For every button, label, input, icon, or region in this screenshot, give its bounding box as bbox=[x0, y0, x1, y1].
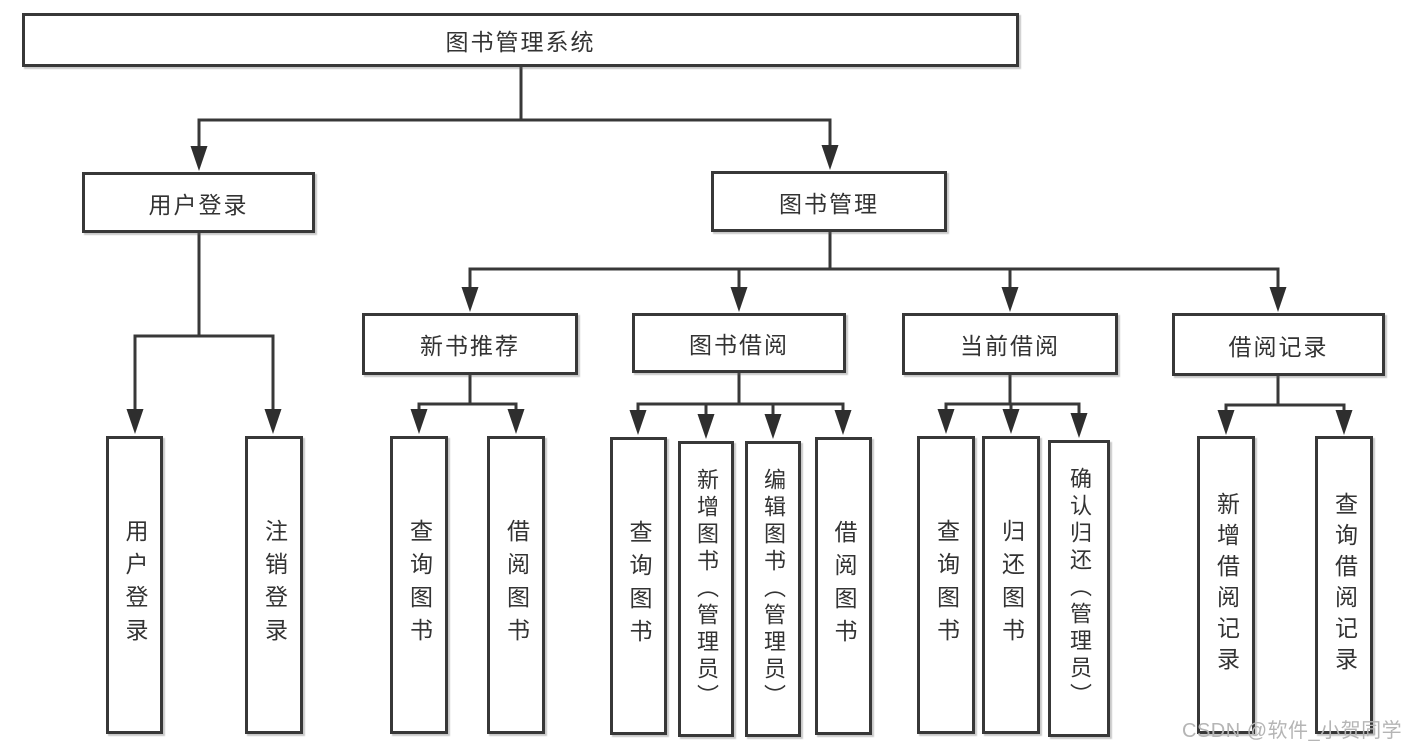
node-label: 查询图书 bbox=[406, 519, 433, 651]
node-book-borrowing: 图书借阅 bbox=[632, 313, 846, 373]
leaf-borrow-books-2: 借阅图书 bbox=[815, 437, 872, 735]
branch-current-borrow bbox=[944, 375, 1081, 415]
node-label: 借阅记录 bbox=[1228, 333, 1329, 360]
node-label: 查询借阅记录 bbox=[1331, 492, 1358, 678]
branch-root bbox=[197, 67, 832, 149]
node-current-borrowing: 当前借阅 bbox=[902, 313, 1118, 375]
leaf-return-books: 归还图书 bbox=[982, 436, 1040, 734]
leaf-edit-book-admin: 编辑图书（管理员） bbox=[745, 441, 801, 737]
branch-user-login bbox=[133, 233, 275, 412]
node-label: 新书推荐 bbox=[420, 333, 520, 359]
node-label: 编辑图书（管理员） bbox=[761, 467, 786, 711]
node-label: 图书借阅 bbox=[689, 332, 789, 358]
branch-book-borrow bbox=[636, 373, 845, 416]
node-label: 图书管理 bbox=[779, 190, 879, 217]
node-label: 借阅图书 bbox=[503, 519, 530, 651]
node-borrowing-records: 借阅记录 bbox=[1172, 313, 1385, 376]
leaf-query-borrow-record: 查询借阅记录 bbox=[1315, 436, 1373, 734]
node-label: 用户登录 bbox=[122, 519, 148, 651]
branch-new-book bbox=[417, 375, 518, 412]
branch-borrow-record bbox=[1224, 376, 1346, 412]
node-user-login: 用户登录 bbox=[82, 172, 315, 233]
node-label: 图书管理系统 bbox=[445, 29, 596, 55]
node-label: 借阅图书 bbox=[831, 520, 857, 652]
leaf-confirm-return-admin: 确认归还（管理员） bbox=[1048, 440, 1110, 737]
node-label: 注销登录 bbox=[261, 519, 288, 651]
leaf-query-books-3: 查询图书 bbox=[917, 436, 975, 734]
watermark: CSDN @软件_小贺同学 bbox=[1182, 720, 1403, 742]
leaf-add-borrow-record: 新增借阅记录 bbox=[1197, 436, 1255, 734]
branch-book-management bbox=[468, 232, 1280, 290]
node-new-book-recommendation: 新书推荐 bbox=[362, 313, 578, 375]
node-label: 确认归还（管理员） bbox=[1067, 467, 1092, 710]
node-label: 新增借阅记录 bbox=[1213, 492, 1240, 678]
leaf-query-books-2: 查询图书 bbox=[610, 437, 667, 735]
node-label: 查询图书 bbox=[626, 520, 652, 652]
node-label: 新增图书（管理员） bbox=[694, 467, 719, 711]
node-label: 查询图书 bbox=[933, 519, 960, 651]
node-label: 用户登录 bbox=[148, 191, 249, 218]
node-book-management: 图书管理 bbox=[711, 171, 947, 232]
node-label: 当前借阅 bbox=[960, 333, 1060, 359]
node-label: 归还图书 bbox=[998, 519, 1025, 651]
leaf-query-books-1: 查询图书 bbox=[390, 436, 448, 734]
leaf-borrow-books-1: 借阅图书 bbox=[487, 436, 545, 734]
leaf-add-book-admin: 新增图书（管理员） bbox=[678, 441, 734, 737]
leaf-logout: 注销登录 bbox=[245, 436, 303, 734]
node-library-management-system: 图书管理系统 bbox=[22, 13, 1019, 67]
leaf-user-login: 用户登录 bbox=[106, 436, 163, 734]
